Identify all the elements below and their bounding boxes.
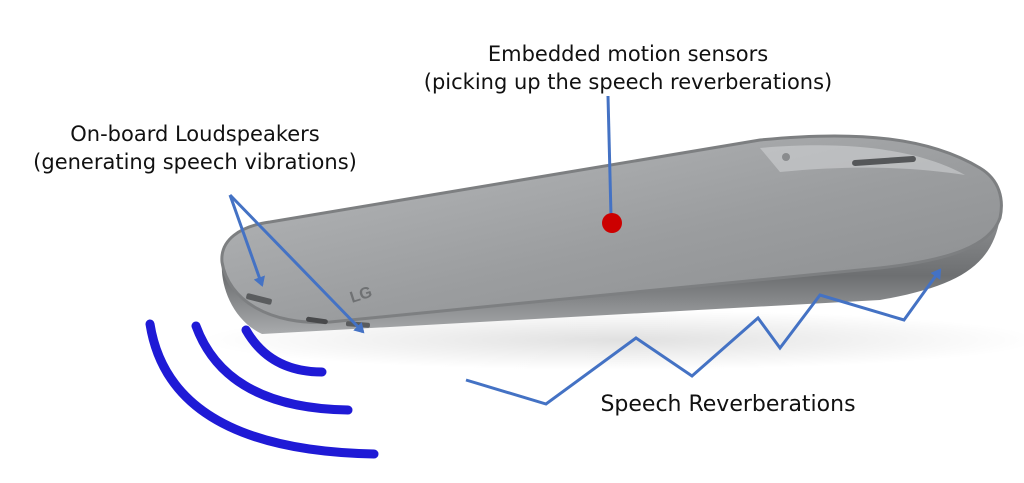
- sound-wave-icon: [145, 319, 379, 459]
- motion-sensors-label: Embedded motion sensors (picking up the …: [378, 40, 878, 96]
- motion-sensors-subtitle: (picking up the speech reverberations): [423, 70, 833, 94]
- brand-logo: LG: [348, 284, 374, 307]
- speaker-arrow-right: [228, 193, 365, 334]
- loudspeakers-subtitle: (generating speech vibrations): [33, 150, 357, 174]
- reverberation-arrow-icon: [465, 268, 942, 406]
- speaker-grille: [246, 293, 272, 305]
- sound-wave-outer: [145, 319, 379, 459]
- sensor-arrow: [606, 95, 613, 217]
- earpiece-grille: [852, 155, 916, 167]
- sound-wave-middle: [191, 321, 353, 415]
- usb-port: [306, 316, 328, 325]
- loudspeakers-title: On-board Loudspeakers: [70, 122, 320, 146]
- motion-sensors-title: Embedded motion sensors: [487, 42, 769, 66]
- reverberations-label: Speech Reverberations: [600, 392, 856, 417]
- speaker-arrow-left: [228, 194, 265, 287]
- loudspeakers-label: On-board Loudspeakers (generating speech…: [0, 120, 390, 176]
- front-camera: [782, 153, 790, 161]
- sound-wave-inner: [241, 325, 327, 377]
- sensor-dot-icon: [602, 213, 622, 233]
